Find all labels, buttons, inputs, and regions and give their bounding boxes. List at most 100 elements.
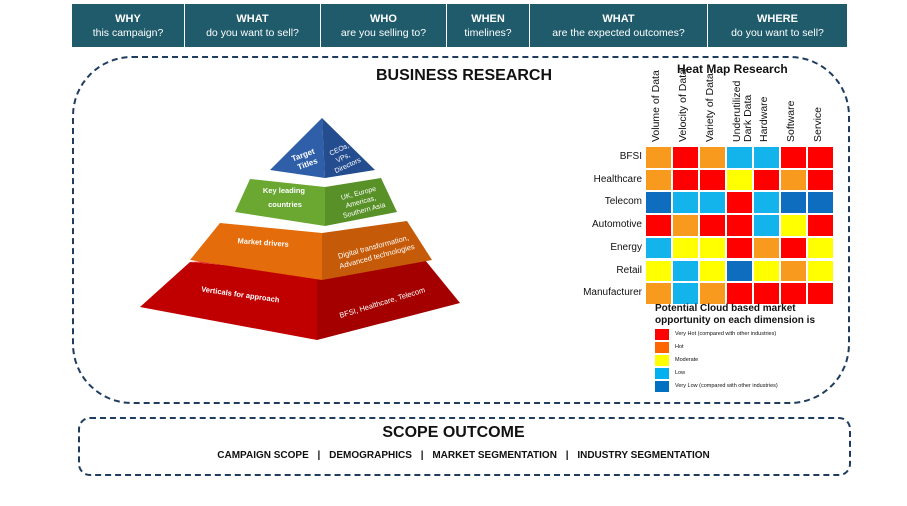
- heatmap-cell: [807, 146, 834, 169]
- heatmap-row-label: Automotive: [591, 219, 642, 231]
- scope-item: DEMOGRAPHICS: [329, 450, 412, 461]
- pyramid-tier-2-right-face: [325, 178, 397, 226]
- scope-outcome-frame: [78, 417, 851, 476]
- heatmap-cell: [807, 168, 834, 192]
- heatmap-cell: [726, 191, 753, 215]
- heatmap-cell: [699, 236, 726, 260]
- heatmap-cell: [672, 168, 699, 192]
- header-cell-when: WHEN timelines?: [447, 4, 530, 47]
- legend-label: Very Hot (compared with other industries…: [675, 331, 777, 337]
- heatmap-cell: [726, 259, 753, 283]
- header-question: WHERE: [757, 12, 798, 25]
- heatmap-caption: Potential Cloud based market opportunity…: [655, 303, 816, 326]
- heatmap-cell: [780, 236, 807, 260]
- heatmap-cell: [699, 259, 726, 283]
- scope-separator: |: [420, 450, 424, 461]
- scope-item: MARKET SEGMENTATION: [432, 450, 557, 461]
- heatmap-column-label: Hardware: [758, 96, 770, 142]
- scope-separator: |: [565, 450, 569, 461]
- heatmap-cell: [672, 146, 699, 169]
- heatmap-row-label: Energy: [610, 241, 642, 253]
- heatmap-cell: [645, 168, 672, 192]
- heatmap-cell: [753, 282, 780, 305]
- heatmap-cell: [780, 214, 807, 237]
- heatmap-cell: [780, 168, 807, 192]
- legend-swatch: [655, 380, 669, 392]
- header-question: WHAT: [236, 12, 269, 25]
- header-subtitle: are you selling to?: [340, 26, 427, 39]
- heatmap-cell: [726, 236, 753, 260]
- heatmap-cell: [699, 214, 726, 237]
- heatmap-cell: [699, 191, 726, 215]
- scope-item: INDUSTRY SEGMENTATION: [577, 450, 710, 461]
- legend-label: Very Low (compared with other industries…: [675, 383, 778, 389]
- heatmap-cell: [645, 214, 672, 237]
- heatmap-column-label: Variety of Data: [704, 73, 716, 142]
- scope-separator: |: [317, 450, 321, 461]
- heatmap-cell: [699, 146, 726, 169]
- heatmap-cell: [672, 214, 699, 237]
- scope-outcome-items: CAMPAIGN SCOPE | DEMOGRAPHICS | MARKET S…: [0, 450, 907, 461]
- pyramid-tier-2-left-label: Key leading countries: [263, 186, 307, 209]
- heatmap-column-label: Volume of Data: [650, 70, 662, 142]
- heatmap-cell: [807, 191, 834, 215]
- business-research-frame: [72, 56, 850, 404]
- legend-label: Moderate: [675, 357, 699, 363]
- legend-swatch: [655, 367, 669, 379]
- legend-label: Hot: [675, 344, 684, 350]
- legend-item: Low: [655, 367, 685, 379]
- heatmap-cell: [672, 191, 699, 215]
- header-bar: WHY this campaign? WHAT do you want to s…: [72, 4, 847, 47]
- legend-swatch: [655, 328, 669, 340]
- heatmap-row-label: Telecom: [604, 196, 642, 208]
- header-question: WHEN: [471, 12, 505, 25]
- pyramid-tier-3-left-label: Market drivers: [237, 236, 289, 249]
- heatmap-cell: [672, 259, 699, 283]
- heatmap-column-label: Velocity of Data: [677, 69, 689, 142]
- heatmap-cell: [645, 236, 672, 260]
- heatmap-row-label: BFSI: [619, 151, 642, 162]
- legend-item: Very Low (compared with other industries…: [655, 380, 778, 392]
- heatmap-column-label: Underutilized Dark Data: [731, 80, 754, 142]
- header-question: WHAT: [602, 12, 635, 25]
- pyramid-tier-3-left-face: [190, 223, 322, 280]
- heatmap-column-label: Service: [812, 106, 824, 142]
- heatmap-cell: [645, 191, 672, 215]
- heatmap-cell: [726, 146, 753, 169]
- pyramid-tier-1-right-face: [322, 118, 375, 178]
- header-cell-where: WHERE do you want to sell?: [708, 4, 847, 47]
- header-question: WHY: [115, 12, 141, 25]
- heatmap-cell: [645, 259, 672, 283]
- heatmap-cell: [672, 282, 699, 305]
- heatmap-cell: [780, 259, 807, 283]
- heatmap-column-label: Software: [785, 100, 797, 142]
- legend-label: Low: [675, 370, 686, 376]
- heatmap-title: Heat Map Research: [677, 62, 788, 76]
- heatmap-cell: [807, 236, 834, 260]
- header-question: WHO: [370, 12, 397, 25]
- heatmap-cell: [672, 236, 699, 260]
- heatmap-row-label: Healthcare: [593, 173, 642, 185]
- heatmap-cell: [753, 146, 780, 169]
- legend-item: Moderate: [655, 354, 698, 366]
- pyramid-tier-3-right-face: [322, 221, 432, 280]
- header-subtitle: are the expected outcomes?: [552, 26, 685, 39]
- header-subtitle: this campaign?: [92, 26, 164, 39]
- heatmap-cell: [645, 282, 672, 305]
- legend-item: Very Hot (compared with other industries…: [655, 328, 776, 340]
- heatmap-cell: [753, 259, 780, 283]
- header-subtitle: timelines?: [464, 26, 512, 39]
- heatmap-cell: [726, 168, 753, 192]
- header-cell-what-sell: WHAT do you want to sell?: [185, 4, 321, 47]
- heatmap-cell: [780, 282, 807, 305]
- heatmap-cell: [699, 168, 726, 192]
- header-cell-who: WHO are you selling to?: [321, 4, 447, 47]
- pyramid-tier-2-left-line: countries: [268, 200, 302, 209]
- heatmap-cell: [807, 259, 834, 283]
- header-subtitle: do you want to sell?: [731, 26, 824, 39]
- pyramid-tier-2-left-face: [235, 179, 325, 226]
- business-research-title: BUSINESS RESEARCH: [376, 67, 553, 84]
- pyramid-tier-4-left-face: [140, 262, 317, 340]
- heatmap-cell: [807, 282, 834, 305]
- heatmap-cell: [645, 146, 672, 169]
